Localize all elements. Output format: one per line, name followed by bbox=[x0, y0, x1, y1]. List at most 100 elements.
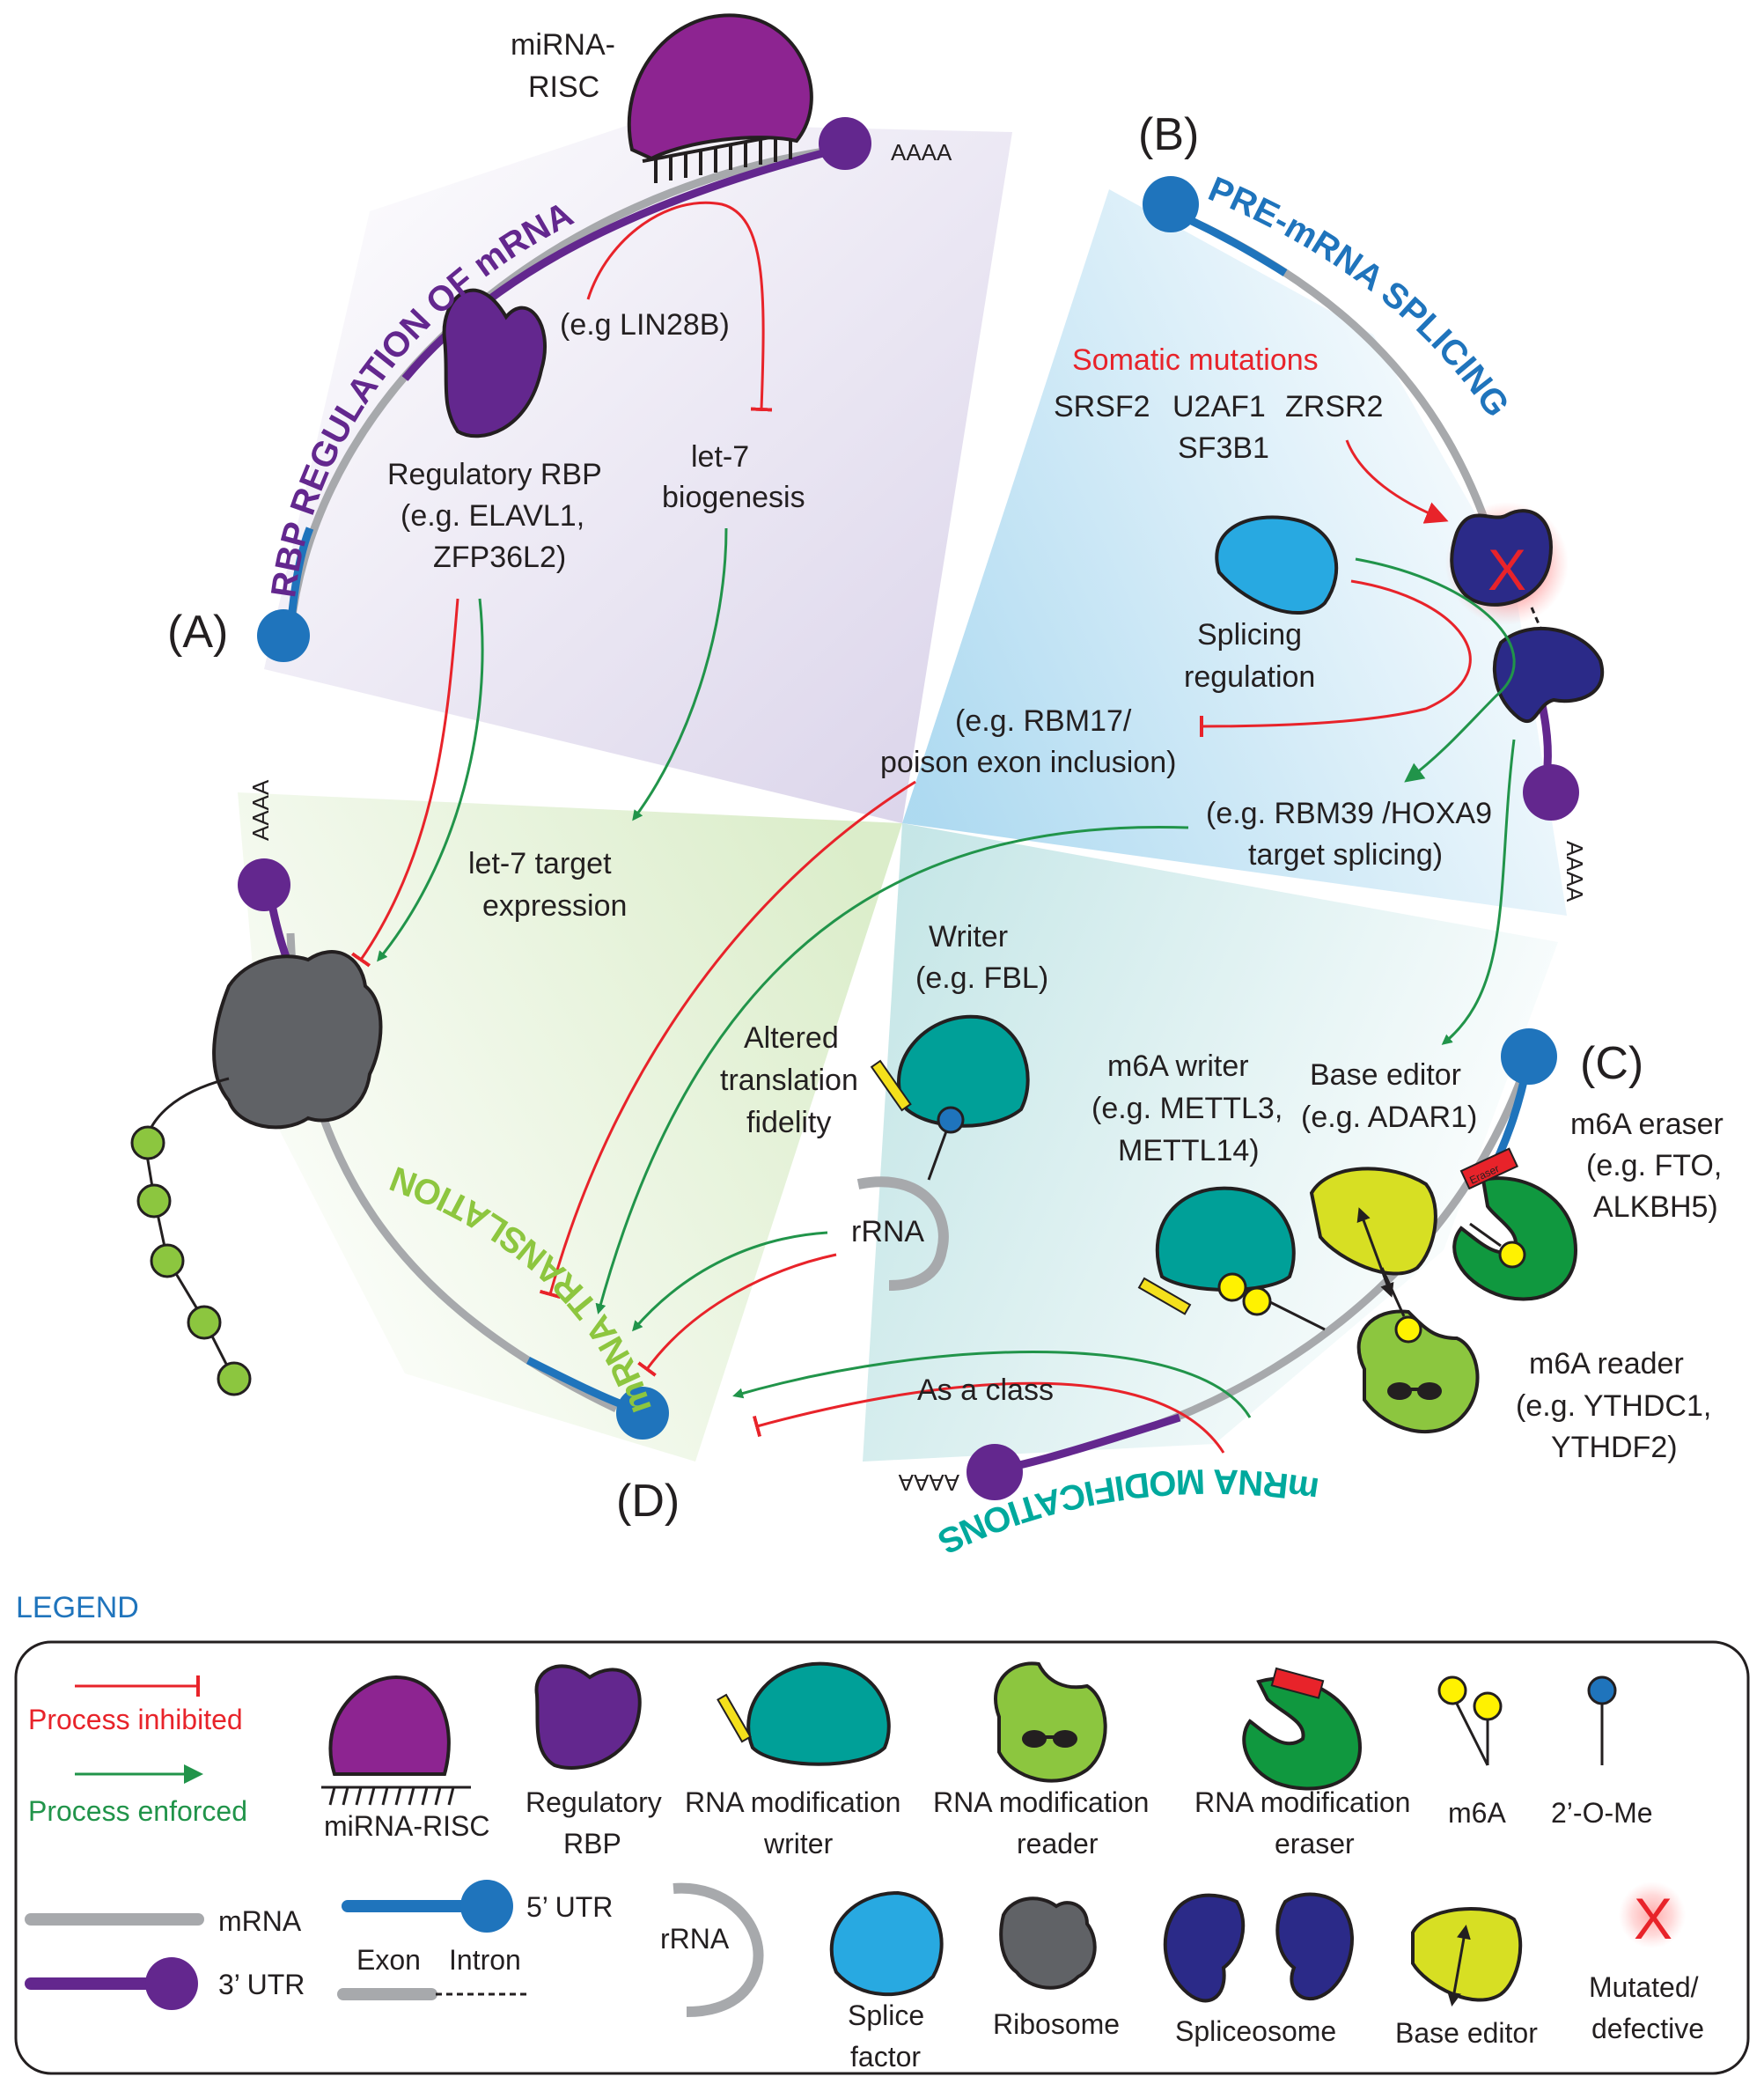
m6a-reader-stem bbox=[1380, 1267, 1406, 1317]
mirna-risc-label-1: miRNA- bbox=[511, 28, 615, 62]
rbm39-label-2: target splicing) bbox=[1248, 838, 1443, 872]
let7target-label-1: let-7 target bbox=[468, 847, 612, 880]
legend-writer-2: writer bbox=[763, 1828, 834, 1859]
aaaa-label-d: AAAA bbox=[247, 779, 274, 841]
let7-label-2: biogenesis bbox=[662, 481, 805, 514]
splicereg-label-2: regulation bbox=[1184, 660, 1315, 694]
ome-writer-stem bbox=[927, 1130, 948, 1181]
altered-label-2: translation bbox=[720, 1064, 858, 1097]
asclass-label: As a class bbox=[917, 1373, 1054, 1407]
spliceosome-mutated bbox=[1450, 509, 1553, 607]
reader-label-3: YTHDF2) bbox=[1551, 1431, 1678, 1464]
eraser-label-1: m6A eraser bbox=[1570, 1108, 1724, 1141]
legend-utr3-cap bbox=[145, 1957, 198, 2010]
baseeditor-label-1: Base editor bbox=[1310, 1058, 1461, 1092]
rrna-enforce-arrow bbox=[632, 1231, 828, 1332]
zrsr2-label: ZRSR2 bbox=[1285, 390, 1383, 423]
legend-writer-1: RNA modification bbox=[685, 1786, 900, 1818]
splicing-to-mod-arrow bbox=[1441, 739, 1516, 1045]
m6a-on-eraser bbox=[1498, 1241, 1526, 1269]
fbl-writer-shape bbox=[897, 1014, 1030, 1128]
legend-title: LEGEND bbox=[16, 1591, 139, 1624]
legend-spliceosome: Spliceosome bbox=[1175, 2015, 1336, 2047]
altered-label-1: Altered bbox=[744, 1021, 839, 1055]
baseeditor-label-2: (e.g. ADAR1) bbox=[1301, 1101, 1477, 1134]
legend-spliceosome-icon bbox=[1163, 1892, 1354, 2003]
aaaa-label-c: AAAA bbox=[898, 1469, 959, 1496]
legend-reader-2: reader bbox=[1017, 1828, 1099, 1859]
quadrant-a-bg bbox=[264, 123, 1012, 823]
legend-utr3: 3’ UTR bbox=[218, 1969, 305, 2000]
rbm39-long-enforce-arrow bbox=[595, 825, 1189, 1314]
legend-reg-rbp-2: RBP bbox=[563, 1828, 621, 1859]
mirna-risc-complex bbox=[627, 13, 813, 183]
legend-eraser-icon bbox=[1242, 1667, 1363, 1791]
legend: LEGEND Process inhibited Process enforce… bbox=[14, 1591, 1750, 2075]
rbp-enforce-arrow bbox=[377, 598, 484, 962]
reader-label-1: m6A reader bbox=[1529, 1347, 1684, 1381]
rbm39-enforce-arrow bbox=[1355, 557, 1516, 783]
legend-reader-icon bbox=[994, 1661, 1107, 1783]
base-editor-arrow bbox=[1356, 1207, 1394, 1298]
utr5-cap-b bbox=[1143, 176, 1199, 232]
legend-rrna: rRNA bbox=[660, 1923, 730, 1955]
writer-label-1: Writer bbox=[929, 920, 1008, 954]
rbm39-label-1: (e.g. RBM39 /HOXA9 bbox=[1206, 797, 1492, 830]
altered-label-3: fidelity bbox=[746, 1106, 831, 1139]
legend-eraser-2: eraser bbox=[1275, 1828, 1355, 1859]
rbp-label-1: Regulatory RBP bbox=[387, 458, 602, 491]
mutation-arrow bbox=[1345, 439, 1449, 524]
let7-label-1: let-7 bbox=[691, 440, 749, 474]
rbp-label-3: ZFP36L2) bbox=[433, 541, 566, 574]
legend-utr5: 5’ UTR bbox=[526, 1891, 613, 1923]
rbp-label-2: (e.g. ELAVL1, bbox=[401, 499, 584, 533]
legend-ribosome-icon bbox=[999, 1896, 1097, 1990]
legend-mirna-risc-icon bbox=[321, 1675, 471, 1806]
quadrant-backgrounds bbox=[238, 123, 1567, 1462]
mirna-risc-label-2: RISC bbox=[528, 70, 599, 104]
legend-splice-2: factor bbox=[850, 2041, 921, 2073]
regulatory-rbp-shape bbox=[442, 288, 547, 438]
eraser-label-3: ALKBH5) bbox=[1593, 1190, 1718, 1224]
rrna-label: rRNA bbox=[851, 1215, 924, 1248]
legend-exon: Exon bbox=[356, 1944, 421, 1976]
let7target-label-2: expression bbox=[482, 889, 627, 923]
class-enforce-arrow bbox=[732, 1351, 1252, 1418]
legend-intron: Intron bbox=[449, 1944, 521, 1976]
legend-m6a-icon bbox=[1437, 1675, 1503, 1766]
utr5-cap-a bbox=[257, 609, 310, 662]
lin28b-label: (e.g LIN28B) bbox=[560, 308, 730, 342]
reader-label-2: (e.g. YTHDC1, bbox=[1516, 1389, 1711, 1423]
panel-label-a: (A) bbox=[167, 607, 228, 658]
legend-ome-icon bbox=[1587, 1675, 1617, 1765]
legend-ribosome: Ribosome bbox=[993, 2008, 1120, 2040]
legend-mutated-2: defective bbox=[1591, 2013, 1704, 2044]
legend-ome: 2’-O-Me bbox=[1551, 1797, 1653, 1829]
m6awriter-label-1: m6A writer bbox=[1107, 1049, 1249, 1083]
panel-c: AAAA Eraser m6A writer (e.g. METTL3, MET… bbox=[898, 1028, 1724, 1561]
class-inhibit-arrow bbox=[752, 1381, 1225, 1454]
rbm17-long-inhibit-arrow bbox=[539, 780, 916, 1300]
legend-mutated-1: Mutated/ bbox=[1589, 1971, 1699, 2003]
spliceosome-link bbox=[1530, 607, 1547, 639]
rrna-inhibit-arrow bbox=[637, 1253, 837, 1377]
utr3-cap-d bbox=[238, 858, 290, 911]
panel-label-c: (C) bbox=[1580, 1038, 1643, 1089]
m6awriter-label-2: (e.g. METTL3, bbox=[1091, 1092, 1283, 1125]
aaaa-label-a: AAAA bbox=[891, 139, 952, 166]
utr5-cap-c bbox=[1501, 1028, 1557, 1085]
legend-mutated-glow bbox=[1619, 1881, 1686, 1948]
peptide-chain bbox=[130, 1077, 252, 1396]
legend-splice-1: Splice bbox=[848, 1999, 924, 2031]
legend-mirna-risc: miRNA-RISC bbox=[324, 1810, 489, 1842]
legend-reader-1: RNA modification bbox=[933, 1786, 1149, 1818]
m6awriter-label-3: METTL14) bbox=[1118, 1134, 1260, 1167]
ribosome-shape bbox=[212, 950, 383, 1130]
m6a-eraser-stem bbox=[1469, 1222, 1502, 1248]
legend-utr5-cap bbox=[460, 1880, 513, 1933]
writer-label-2: (e.g. FBL) bbox=[915, 961, 1048, 995]
sf3b1-label: SF3B1 bbox=[1178, 431, 1269, 465]
sunglasses-icon bbox=[1387, 1382, 1442, 1400]
quadrant-d-bg bbox=[238, 792, 902, 1462]
rbm17-inhibit-arrow bbox=[1199, 579, 1472, 738]
